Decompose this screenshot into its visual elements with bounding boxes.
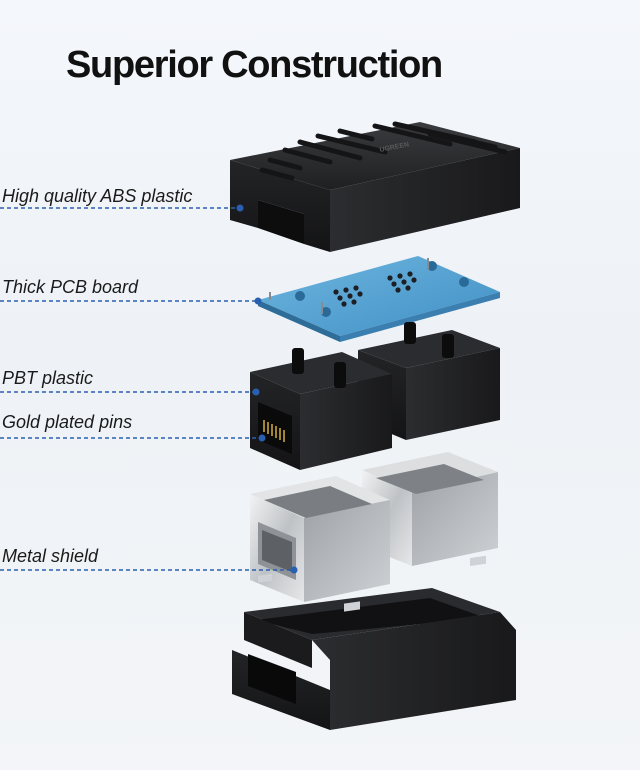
callout-dot-pins bbox=[258, 434, 266, 442]
page-title: Superior Construction bbox=[66, 44, 443, 86]
label-abs-plastic: High quality ABS plastic bbox=[2, 186, 193, 206]
abs-top-cover: UGREEN bbox=[230, 121, 520, 252]
gold-pins bbox=[263, 420, 285, 442]
callout-dot-shield bbox=[290, 566, 298, 574]
callout-dot-abs bbox=[236, 204, 244, 212]
callout-dot-pcb bbox=[254, 297, 262, 305]
label-metal-shield: Metal shield bbox=[2, 546, 99, 566]
label-pbt-plastic: PBT plastic bbox=[2, 368, 94, 388]
pbt-jack-front bbox=[250, 348, 392, 470]
pcb-board bbox=[258, 256, 500, 342]
abs-bottom-housing bbox=[232, 555, 516, 730]
label-gold-pins: Gold plated pins bbox=[2, 412, 133, 432]
callout-dot-pbt bbox=[252, 388, 260, 396]
label-pcb-board: Thick PCB board bbox=[2, 277, 139, 297]
metal-shield-front bbox=[250, 476, 390, 602]
